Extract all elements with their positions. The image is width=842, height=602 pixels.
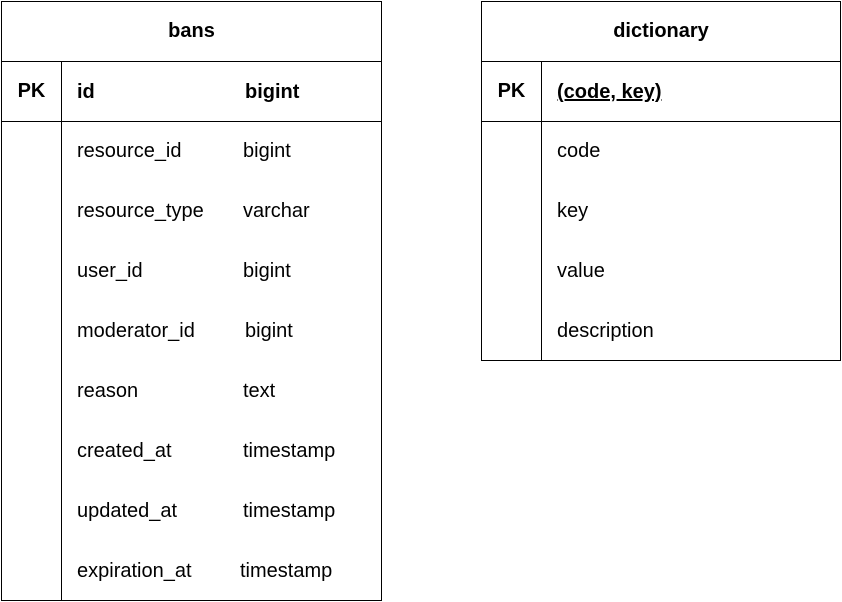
table-bans: bans PK id bigint resource_id bigint res… <box>1 1 382 601</box>
field-name: created_at <box>77 440 172 462</box>
field-name: value <box>557 260 605 282</box>
field-name: moderator_id <box>77 320 195 342</box>
field-name: reason <box>77 380 139 402</box>
primary-key-row: PK (code, key) <box>482 62 840 122</box>
field-name: expiration_at <box>77 560 192 582</box>
table-dictionary: dictionary PK (code, key) code key value… <box>481 1 841 361</box>
field-type: text <box>243 380 276 402</box>
table-title: bans <box>2 2 381 62</box>
field-name: user_id <box>77 260 143 282</box>
column-divider <box>61 62 62 121</box>
field-type: bigint <box>245 320 293 342</box>
pk-field-name: (code, key) <box>557 81 662 103</box>
field-type: bigint <box>243 260 291 282</box>
field-type: timestamp <box>243 440 336 462</box>
column-divider <box>541 62 542 121</box>
field-name: resource_id <box>77 140 182 162</box>
field-name: updated_at <box>77 500 178 522</box>
field-type: varchar <box>243 200 310 222</box>
field-type: timestamp <box>240 560 333 582</box>
field-type: timestamp <box>243 500 336 522</box>
field-name: key <box>557 200 589 222</box>
field-name: description <box>557 320 654 342</box>
field-name: resource_type <box>77 200 204 222</box>
pk-field-name: id <box>77 81 95 103</box>
table-title: dictionary <box>482 2 840 62</box>
pk-label: PK <box>497 80 526 102</box>
field-type: bigint <box>243 140 291 162</box>
field-name: code <box>557 140 601 162</box>
pk-field-type: bigint <box>245 81 300 103</box>
column-divider <box>541 122 542 360</box>
primary-key-row: PK id bigint <box>2 62 381 122</box>
column-divider <box>61 122 62 600</box>
pk-label: PK <box>17 80 46 102</box>
